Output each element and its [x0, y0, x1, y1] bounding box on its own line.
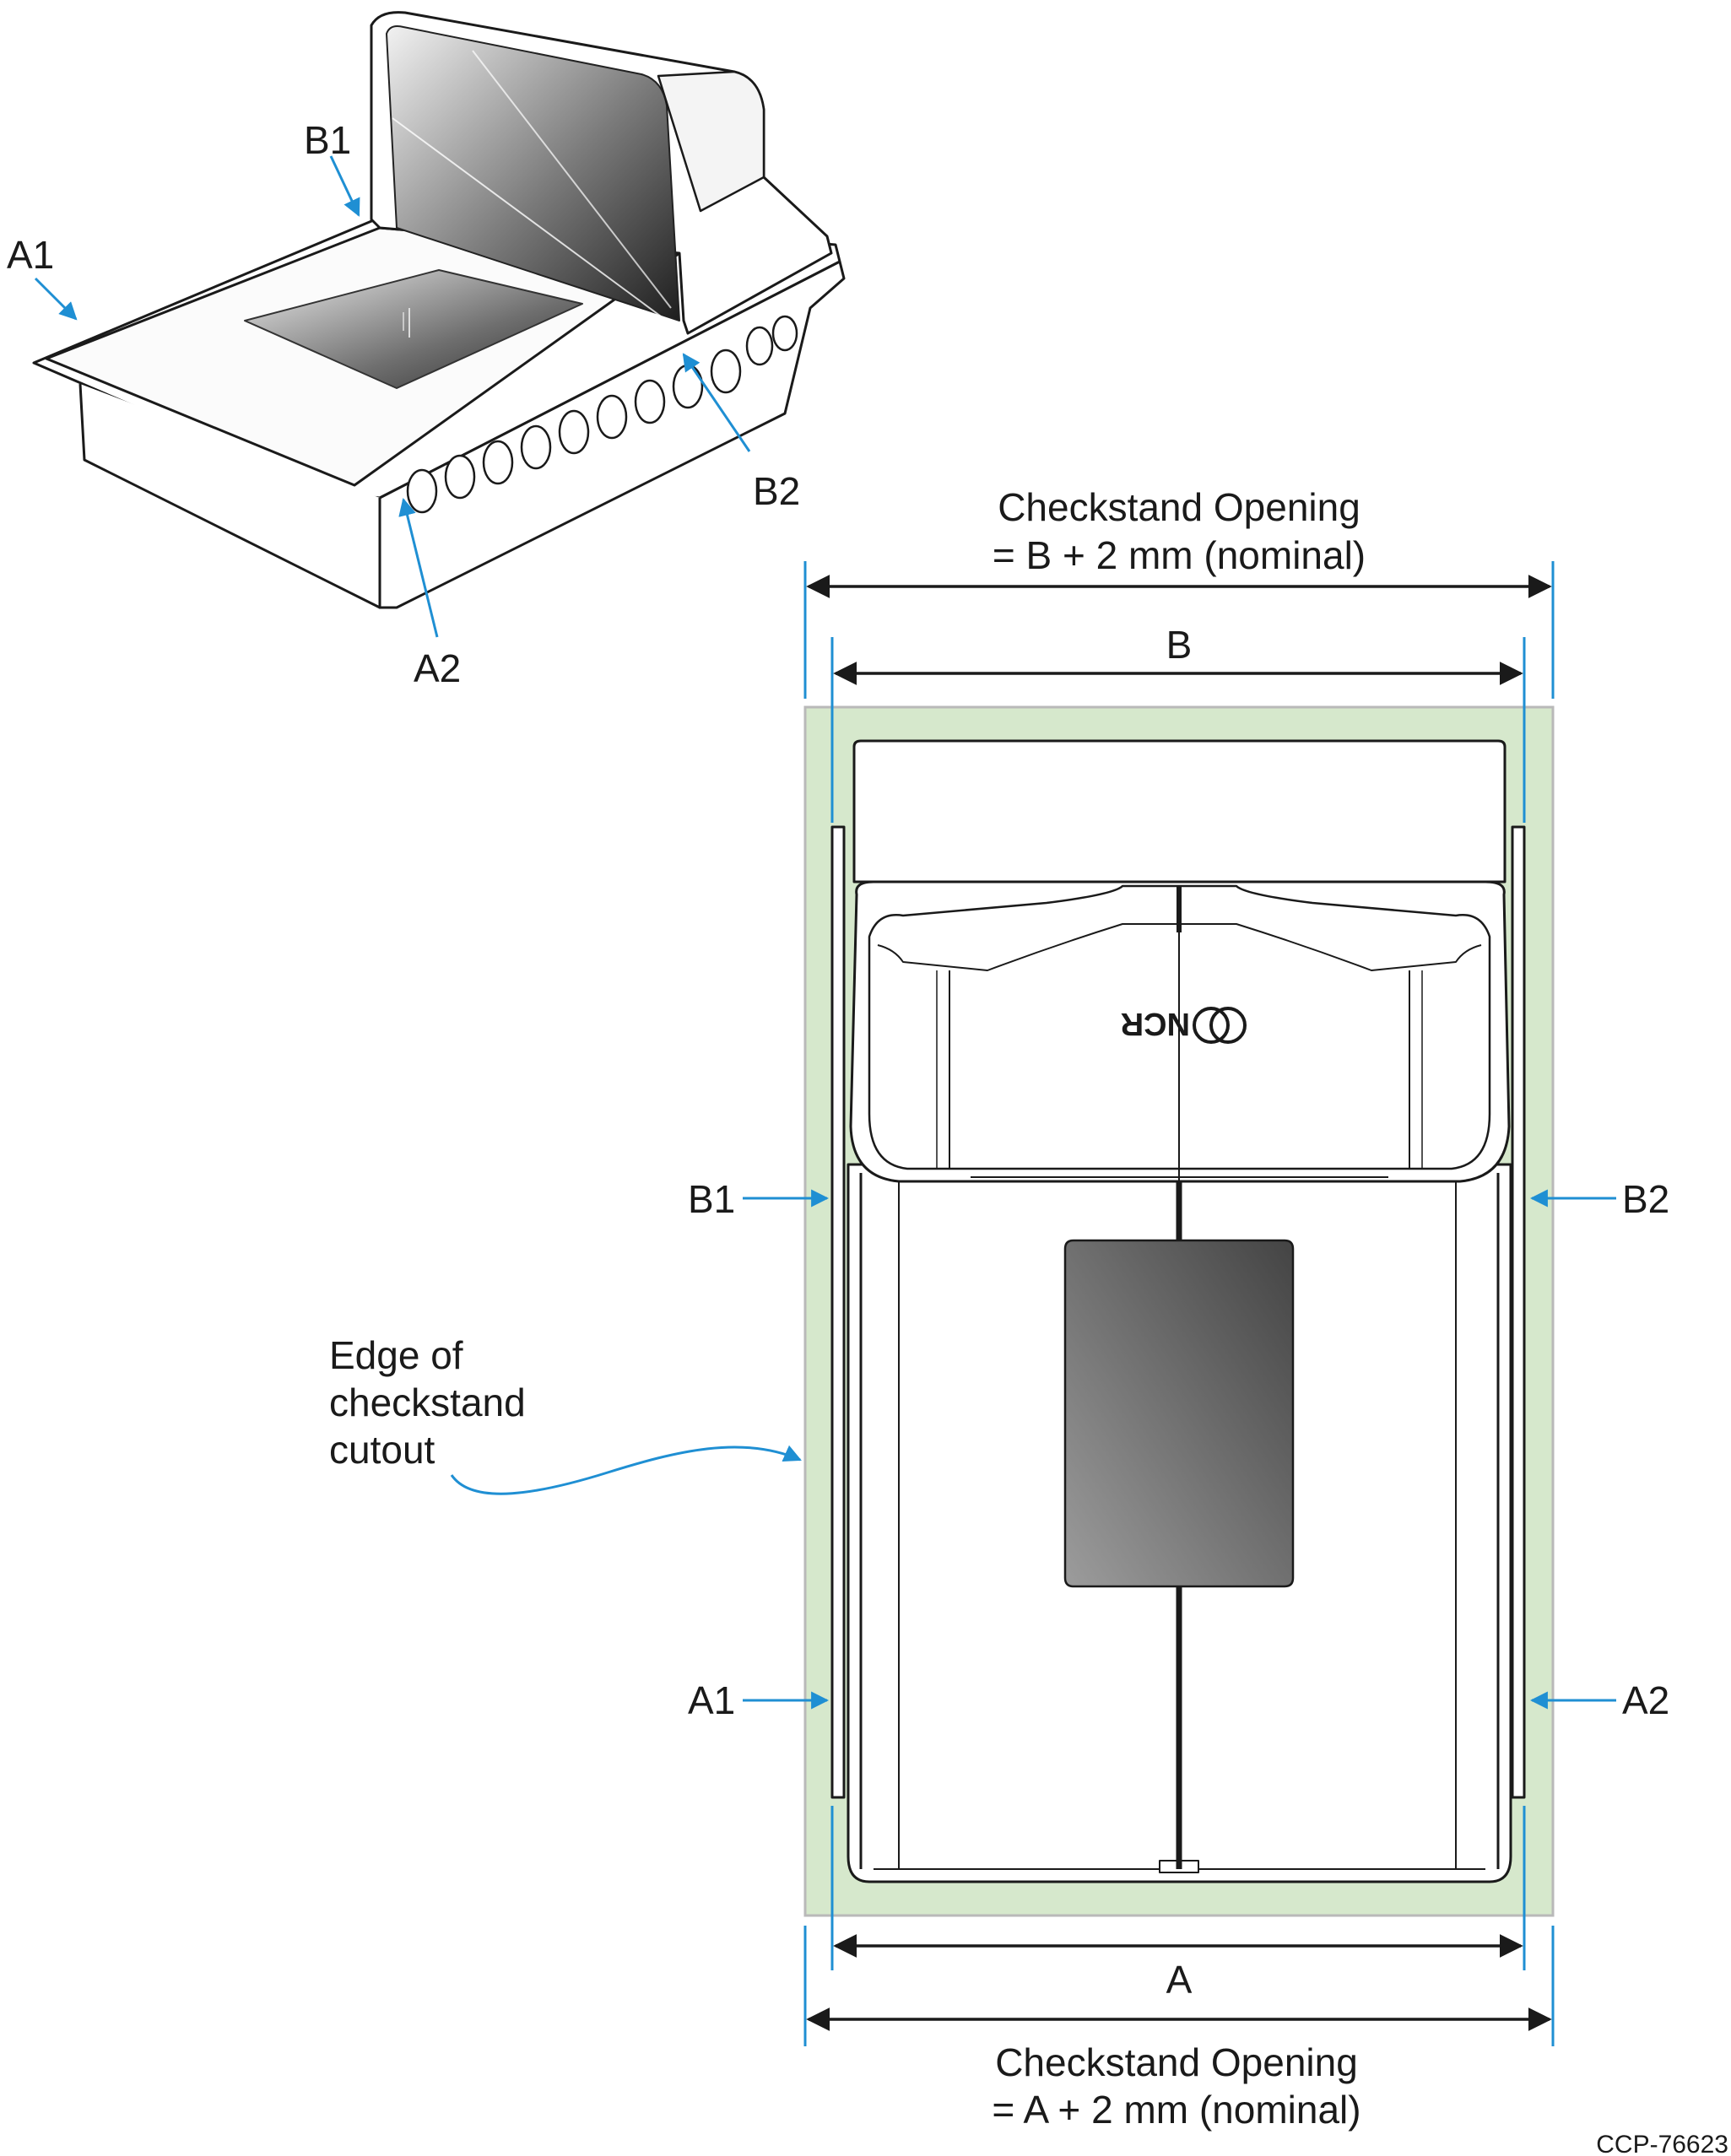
top-view-callouts: [450, 1189, 1616, 1710]
body-left-face: [78, 383, 381, 609]
label-a1-perspective: A1: [7, 233, 54, 277]
label-a1-top: A1: [688, 1678, 735, 1722]
tower-top-housing: [852, 739, 1507, 883]
figure-id: CCP-76623: [1596, 2131, 1728, 2156]
tower-back-housing: [657, 70, 765, 213]
dimension-lines: [806, 575, 1552, 2031]
edge-note-line3: cutout: [329, 1428, 435, 1472]
opening-bottom-line1: Checkstand Opening: [995, 2040, 1358, 2084]
right-side-rail: [1511, 825, 1526, 1799]
opening-bottom-line2: = A + 2 mm (nominal): [992, 2088, 1360, 2132]
callout-arrow-b1-perspective: [329, 155, 360, 217]
dim-a-label: A: [1166, 1958, 1193, 2002]
dim-b-label: B: [1166, 623, 1193, 667]
callout-arrow-b2-perspective: [682, 353, 751, 452]
front-vents: [406, 315, 798, 514]
opening-top-line2: = B + 2 mm (nominal): [993, 533, 1366, 577]
callout-edge-curve: [450, 1445, 802, 1495]
horizontal-scan-glass: [1063, 1239, 1295, 1588]
scanner-top-view-drawing: [830, 739, 1526, 1883]
perspective-callouts: [34, 155, 751, 638]
label-a2-top: A2: [1622, 1678, 1669, 1722]
callout-arrow-a1-perspective: [34, 277, 78, 321]
label-b1-perspective: B1: [304, 118, 351, 162]
scanner-perspective-drawing: [32, 11, 846, 609]
label-b2-perspective: B2: [753, 469, 800, 513]
label-a2-perspective: A2: [414, 646, 461, 690]
horizontal-scan-window: [244, 269, 583, 389]
extension-lines: [803, 561, 1555, 2046]
ncr-logo-text: NCR: [1121, 1006, 1190, 1041]
label-b2-top: B2: [1622, 1177, 1669, 1221]
edge-note-line2: checkstand: [329, 1381, 526, 1424]
callout-arrow-a2-perspective: [398, 497, 439, 638]
opening-top-line1: Checkstand Opening: [998, 485, 1360, 529]
left-side-rail: [830, 825, 846, 1799]
label-b1-top: B1: [688, 1177, 735, 1221]
edge-note-line1: Edge of: [329, 1333, 463, 1377]
ncr-logo: NCR: [1121, 1006, 1247, 1044]
